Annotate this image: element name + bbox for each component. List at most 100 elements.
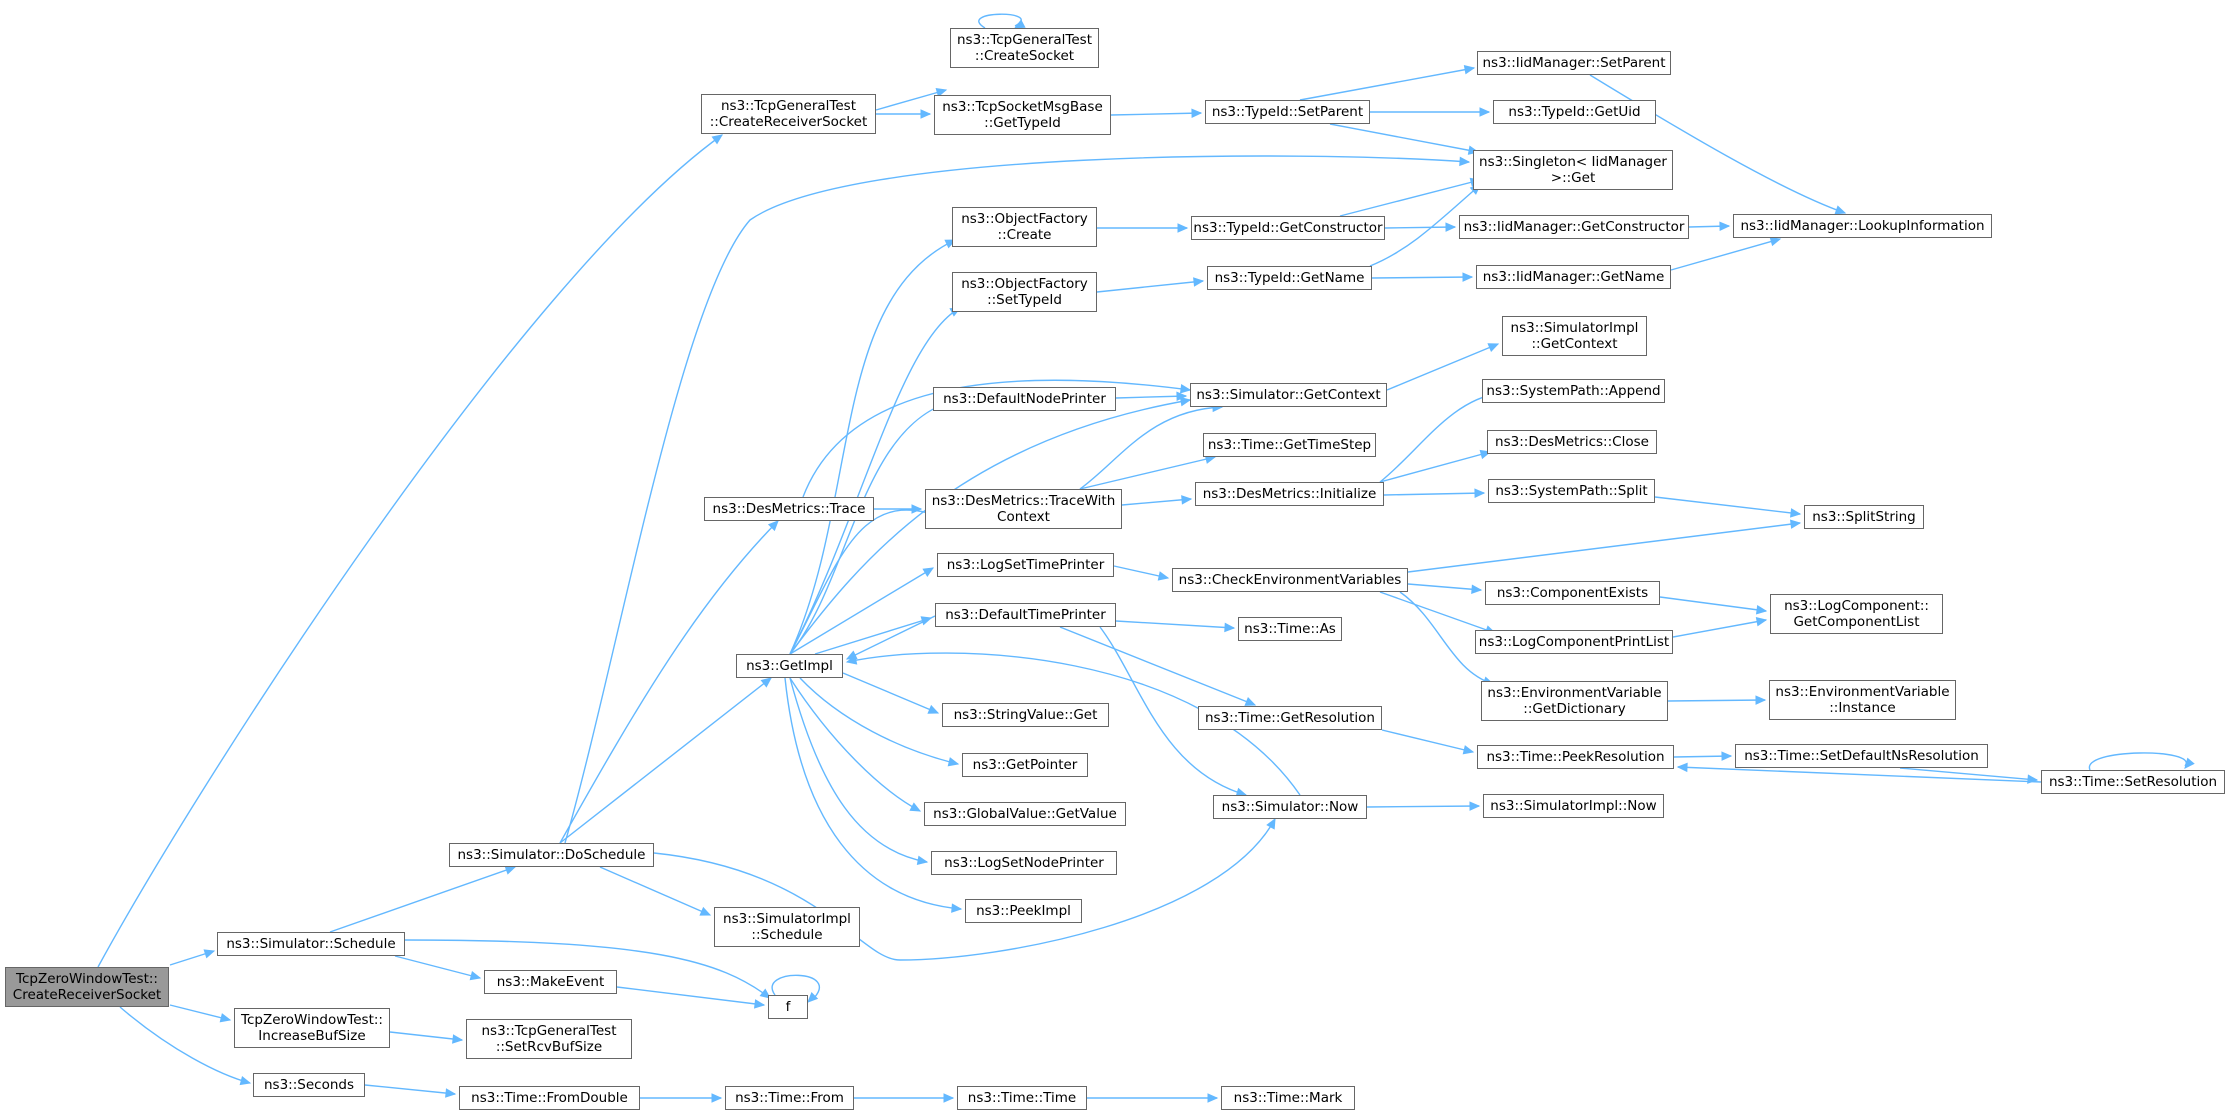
edge-simulator-now-to-get-impl bbox=[846, 652, 1301, 796]
node-string-value-get[interactable]: ns3::StringValue::Get bbox=[942, 703, 1109, 727]
node-des-metrics-close[interactable]: ns3::DesMetrics::Close bbox=[1487, 430, 1657, 454]
node-time-set-resolution[interactable]: ns3::Time::SetResolution bbox=[2041, 770, 2225, 794]
node-type-id-get-uid[interactable]: ns3::TypeId::GetUid bbox=[1493, 100, 1656, 124]
node-time-set-default-ns-resolution[interactable]: ns3::Time::SetDefaultNsResolution bbox=[1735, 744, 1988, 768]
arrowhead-get-impl-to-get-pointer bbox=[947, 757, 960, 767]
node-environment-variable-get-dictionary[interactable]: ns3::EnvironmentVariable ::GetDictionary bbox=[1481, 681, 1668, 721]
node-system-path-split[interactable]: ns3::SystemPath::Split bbox=[1488, 479, 1655, 503]
node-peek-impl[interactable]: ns3::PeekImpl bbox=[965, 899, 1082, 923]
node-iid-manager-lookup-information[interactable]: ns3::IidManager::LookupInformation bbox=[1733, 214, 1992, 238]
edge-get-impl-to-log-set-node-printer bbox=[789, 677, 928, 863]
node-type-id-set-parent[interactable]: ns3::TypeId::SetParent bbox=[1205, 100, 1370, 124]
node-des-metrics-trace[interactable]: ns3::DesMetrics::Trace bbox=[704, 497, 874, 521]
node-global-value-get-value[interactable]: ns3::GlobalValue::GetValue bbox=[924, 802, 1126, 826]
node-simulator-impl-get-context[interactable]: ns3::SimulatorImpl ::GetContext bbox=[1502, 316, 1647, 356]
edge-check-env-to-print-list bbox=[1379, 591, 1496, 634]
node-make-event[interactable]: ns3::MakeEvent bbox=[484, 970, 617, 994]
node-increase-buf-size[interactable]: TcpZeroWindowTest:: IncreaseBufSize bbox=[234, 1008, 390, 1048]
node-log-set-node-printer[interactable]: ns3::LogSetNodePrinter bbox=[931, 851, 1117, 875]
arrowhead-peek-resolution-to-set-default-ns bbox=[1721, 751, 1733, 761]
edge-increase-buf-size-to-set-rcv-buf-size bbox=[389, 1031, 463, 1041]
edge-f-self-loop bbox=[771, 974, 820, 1001]
node-simulator-impl-now[interactable]: ns3::SimulatorImpl::Now bbox=[1483, 794, 1664, 818]
arrowhead-root-to-seconds bbox=[239, 1075, 252, 1086]
node-time-from-double[interactable]: ns3::Time::FromDouble bbox=[459, 1086, 640, 1110]
arrowhead-schedule-to-do-schedule bbox=[504, 865, 517, 875]
node-simulator-do-schedule[interactable]: ns3::Simulator::DoSchedule bbox=[449, 843, 654, 867]
node-iid-manager-get-constructor[interactable]: ns3::IidManager::GetConstructor bbox=[1459, 215, 1689, 239]
node-tgt-create-socket[interactable]: ns3::TcpGeneralTest ::CreateSocket bbox=[950, 28, 1099, 68]
node-get-pointer[interactable]: ns3::GetPointer bbox=[962, 753, 1088, 777]
arrowhead-trace-with-context-to-initialize bbox=[1181, 495, 1193, 505]
edge-get-impl-to-global-value bbox=[789, 677, 921, 812]
node-simulator-get-context[interactable]: ns3::Simulator::GetContext bbox=[1190, 383, 1387, 407]
edge-set-type-id-to-get-name bbox=[1096, 280, 1204, 293]
node-object-factory-set-type-id[interactable]: ns3::ObjectFactory ::SetTypeId bbox=[952, 272, 1097, 312]
arrowhead-get-impl-to-global-value bbox=[909, 802, 922, 812]
node-seconds[interactable]: ns3::Seconds bbox=[253, 1073, 365, 1097]
node-check-environment-variables[interactable]: ns3::CheckEnvironmentVariables bbox=[1172, 568, 1408, 592]
node-simulator-schedule[interactable]: ns3::Simulator::Schedule bbox=[217, 932, 405, 956]
edge-do-schedule-to-singleton bbox=[564, 155, 1470, 844]
edge-root-to-increase-buf-size bbox=[169, 1004, 231, 1021]
node-simulator-now[interactable]: ns3::Simulator::Now bbox=[1213, 795, 1367, 819]
node-environment-variable-instance[interactable]: ns3::EnvironmentVariable ::Instance bbox=[1769, 680, 1956, 720]
node-log-set-time-printer[interactable]: ns3::LogSetTimePrinter bbox=[937, 553, 1114, 577]
node-simulator-impl-schedule[interactable]: ns3::SimulatorImpl ::Schedule bbox=[714, 907, 860, 947]
node-default-time-printer[interactable]: ns3::DefaultTimePrinter bbox=[935, 603, 1116, 627]
node-des-metrics-initialize[interactable]: ns3::DesMetrics::Initialize bbox=[1195, 482, 1384, 506]
edge-root-to-seconds bbox=[119, 1006, 251, 1084]
node-iid-manager-get-name[interactable]: ns3::IidManager::GetName bbox=[1476, 265, 1671, 289]
node-get-impl[interactable]: ns3::GetImpl bbox=[736, 654, 843, 678]
node-tgt-create-receiver-socket[interactable]: ns3::TcpGeneralTest ::CreateReceiverSock… bbox=[701, 94, 876, 134]
node-log-component-print-list[interactable]: ns3::LogComponentPrintList bbox=[1475, 630, 1673, 654]
edge-seconds-to-from-double bbox=[364, 1084, 456, 1095]
edge-make-event-to-f bbox=[616, 986, 765, 1006]
node-time-get-resolution[interactable]: ns3::Time::GetResolution bbox=[1198, 706, 1382, 730]
arrowhead-get-impl-to-string-value-get bbox=[927, 704, 940, 714]
node-component-exists[interactable]: ns3::ComponentExists bbox=[1485, 581, 1660, 605]
node-iid-manager-set-parent[interactable]: ns3::IidManager::SetParent bbox=[1477, 51, 1671, 75]
node-time-peek-resolution[interactable]: ns3::Time::PeekResolution bbox=[1477, 745, 1674, 769]
arrowhead-split-to-split-string bbox=[1790, 508, 1802, 518]
node-time-mark[interactable]: ns3::Time::Mark bbox=[1221, 1086, 1355, 1110]
node-set-rcv-buf-size[interactable]: ns3::TcpGeneralTest ::SetRcvBufSize bbox=[466, 1019, 632, 1059]
edge-set-parent-to-iid-set-parent bbox=[1299, 67, 1475, 101]
edge-initialize-to-close bbox=[1379, 451, 1491, 483]
node-log-component-get-component-list[interactable]: ns3::LogComponent:: GetComponentList bbox=[1770, 594, 1943, 634]
edge-get-impl-to-peek-impl bbox=[784, 677, 962, 910]
node-f[interactable]: f bbox=[768, 995, 808, 1019]
arrowhead-schedule-to-make-event bbox=[469, 971, 482, 981]
edge-split-to-split-string bbox=[1654, 496, 1801, 515]
node-tcp-socket-msg-base-get-type-id[interactable]: ns3::TcpSocketMsgBase ::GetTypeId bbox=[934, 95, 1111, 135]
edge-get-impl-to-log-set-time-printer bbox=[789, 567, 934, 655]
edge-trace-with-context-to-time-step bbox=[1079, 456, 1216, 490]
arrowhead-get-impl-to-peek-impl bbox=[951, 903, 963, 913]
edge-initialize-to-append bbox=[1379, 392, 1501, 483]
node-root[interactable]: TcpZeroWindowTest:: CreateReceiverSocket bbox=[5, 967, 169, 1007]
node-type-id-get-name[interactable]: ns3::TypeId::GetName bbox=[1207, 266, 1372, 290]
arrowhead-time-to-mark bbox=[1207, 1093, 1219, 1103]
node-time-from[interactable]: ns3::Time::From bbox=[725, 1086, 854, 1110]
node-type-id-get-constructor[interactable]: ns3::TypeId::GetConstructor bbox=[1191, 216, 1385, 240]
edge-get-name-to-iid-get-name bbox=[1371, 276, 1473, 279]
node-des-metrics-trace-with-context[interactable]: ns3::DesMetrics::TraceWith Context bbox=[925, 489, 1122, 529]
edge-trace-to-get-context bbox=[802, 379, 1191, 498]
edge-schedule-to-f bbox=[404, 939, 771, 999]
node-time-as[interactable]: ns3::Time::As bbox=[1238, 617, 1342, 641]
edge-schedule-to-make-event bbox=[394, 955, 481, 979]
node-object-factory-create[interactable]: ns3::ObjectFactory ::Create bbox=[952, 207, 1097, 247]
node-split-string[interactable]: ns3::SplitString bbox=[1804, 505, 1924, 529]
arrowhead-do-schedule-to-get-impl bbox=[760, 677, 772, 688]
node-singleton-get[interactable]: ns3::Singleton< IidManager >::Get bbox=[1473, 150, 1673, 190]
node-time-get-time-step[interactable]: ns3::Time::GetTimeStep bbox=[1203, 433, 1376, 457]
arrowhead-root-to-create-receiver-socket bbox=[711, 134, 724, 145]
edge-iid-set-parent-to-lookup bbox=[1589, 74, 1846, 214]
node-system-path-append[interactable]: ns3::SystemPath::Append bbox=[1482, 379, 1665, 403]
node-time-time[interactable]: ns3::Time::Time bbox=[957, 1086, 1087, 1110]
edge-print-list-to-component-list bbox=[1672, 619, 1767, 638]
arrowhead-get-impl-to-log-set-node-printer bbox=[916, 855, 929, 866]
edge-trace-with-context-to-initialize bbox=[1121, 498, 1192, 506]
arrowhead-iid-set-parent-to-lookup bbox=[1834, 205, 1847, 215]
node-default-node-printer[interactable]: ns3::DefaultNodePrinter bbox=[933, 387, 1116, 411]
